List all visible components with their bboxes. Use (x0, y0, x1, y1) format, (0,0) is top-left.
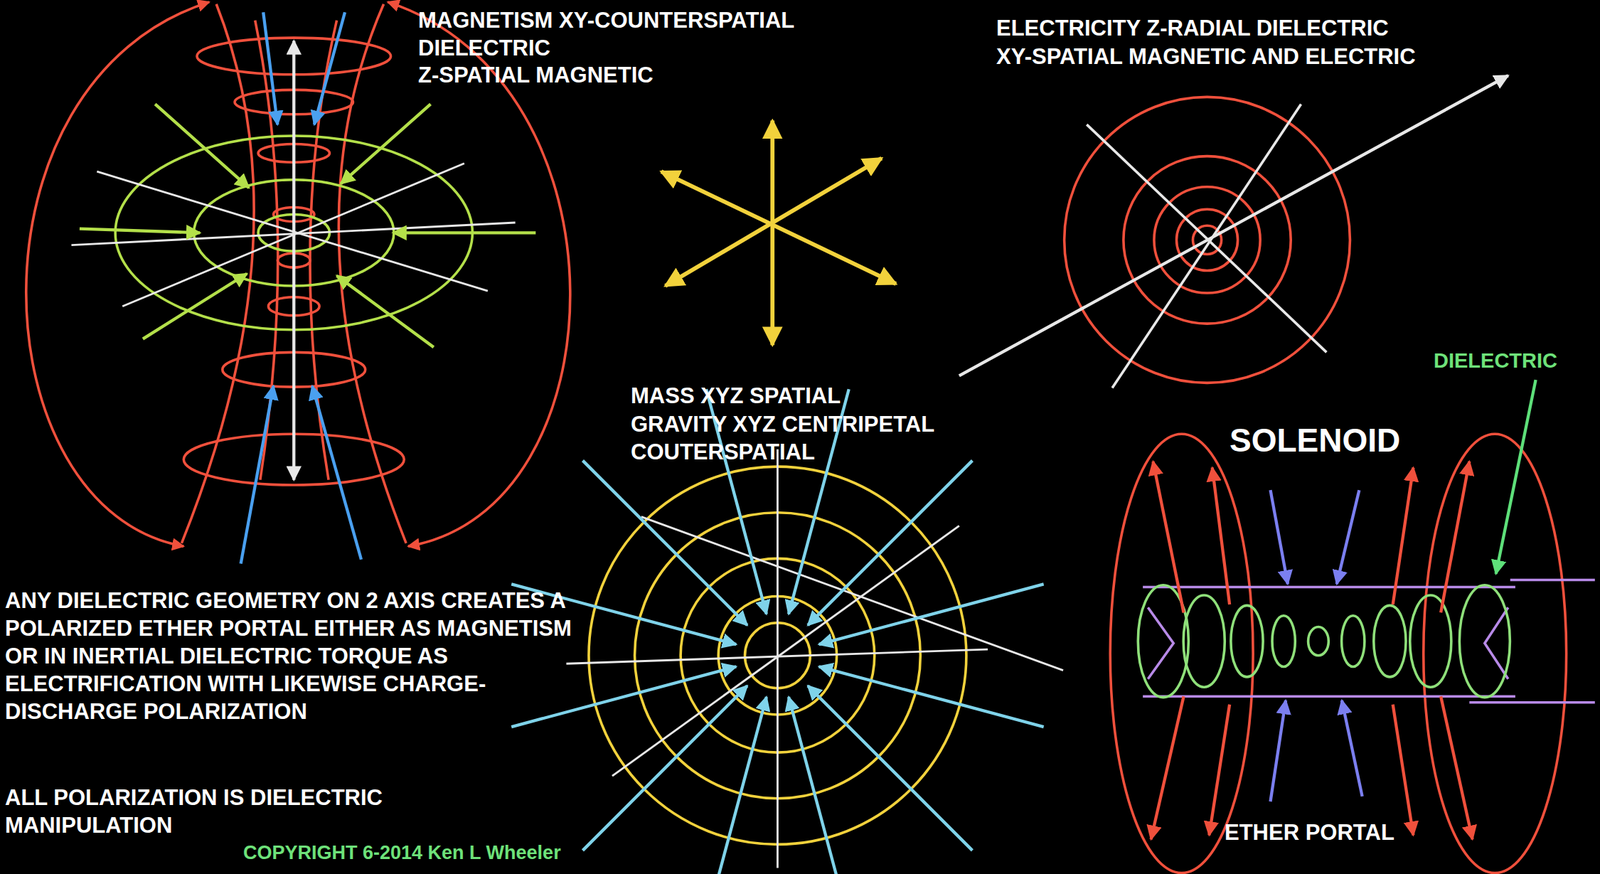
electricity-label: ELECTRICITY Z-RADIAL DIELECTRIC (996, 14, 1389, 42)
gravity-label: GRAVITY XYZ CENTRIPETAL COUTERSPATIAL (630, 410, 983, 466)
coil-loop (1230, 605, 1263, 677)
coil-loop (1459, 585, 1510, 698)
gravity-arrow (706, 696, 767, 874)
note-text: ANY DIELECTRIC GEOMETRY ON 2 AXIS CREATE… (4, 586, 582, 726)
magnetism-label: Z-SPATIAL MAGNETIC (418, 61, 654, 89)
electricity-figure (959, 75, 1509, 388)
note-text: ALL POLARIZATION IS DIELECTRIC MANIPULAT… (4, 783, 444, 840)
coil-loop (1183, 595, 1225, 687)
coil-loop (1308, 627, 1330, 656)
dielectric-label: DIELECTRIC (1433, 347, 1558, 375)
ether-portal-label: ETHER PORTAL (1224, 818, 1395, 847)
gravity-arrow (819, 583, 1044, 645)
gravity-arrow (807, 460, 973, 626)
gravity-arrow (819, 666, 1044, 727)
copyright-text: COPYRIGHT 6-2014 Ken L Wheeler (243, 839, 562, 867)
mass-figure (511, 388, 1064, 874)
coil-loop (1373, 605, 1406, 677)
gravity-arrow (582, 685, 747, 850)
magnetism-label: MAGNETISM XY-COUNTERSPATIAL DIELECTRIC (418, 6, 857, 62)
coil-loop (1410, 595, 1452, 687)
coil-loop (1341, 615, 1365, 668)
solenoid-title: SOLENOID (1229, 422, 1401, 458)
electricity-label: XY-SPATIAL MAGNETIC AND ELECTRIC (996, 42, 1416, 71)
gravity-arrow (788, 696, 850, 874)
gravity-arrow (807, 685, 973, 850)
mass-label: MASS XYZ SPATIAL (630, 381, 841, 410)
gravity-arrow (511, 666, 736, 727)
solenoid-figure (1110, 379, 1596, 873)
gravity-arrow (582, 460, 747, 626)
coil-loop (1272, 615, 1295, 668)
xyz-star (661, 120, 896, 345)
